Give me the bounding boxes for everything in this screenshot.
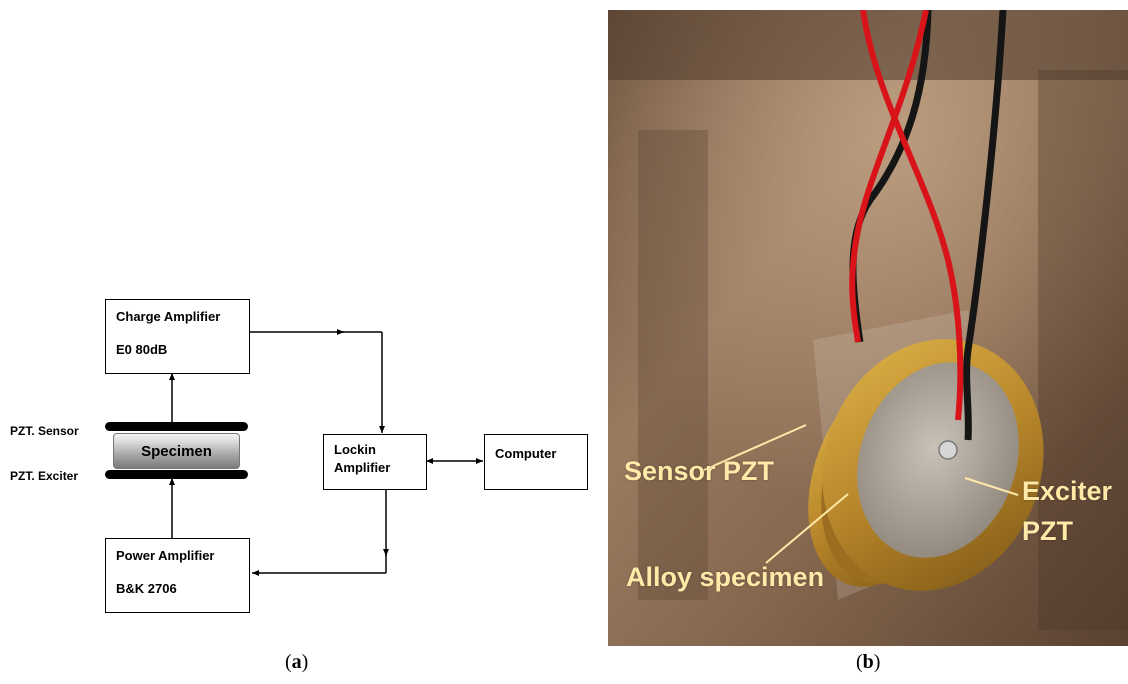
block-diagram-panel: Charge Amplifier E0 80dB Power Amplifier…: [10, 299, 588, 673]
exciter-pzt-ceramic: [857, 362, 1019, 558]
alloy-callout-line: [765, 493, 849, 564]
black-wire-right: [963, 10, 1007, 441]
specimen-photo-panel: Sensor PZT Exciter PZT Alloy specimen: [608, 10, 1128, 646]
pzt-exciter-plate: [105, 470, 248, 479]
pzt-sensor-label: PZT. Sensor: [10, 424, 79, 438]
computer-label: Computer: [495, 446, 557, 461]
specimen-label: Specimen: [141, 442, 212, 460]
red-wire-left: [849, 10, 929, 343]
charge-amp-title: Charge Amplifier: [116, 309, 221, 324]
lockin-subtitle: Amplifier: [334, 460, 391, 475]
pzt-sensor-plate: [105, 422, 248, 431]
caption-b: (b): [856, 651, 881, 673]
computer-box: Computer: [484, 434, 588, 490]
solder-joint: [938, 440, 958, 460]
exciter-label-line1: Exciter: [1022, 476, 1113, 506]
specimen-block: Specimen: [113, 433, 240, 469]
lockin-amplifier-box: Lockin Amplifier: [323, 434, 427, 490]
charge-amplifier-box: Charge Amplifier E0 80dB: [105, 299, 250, 374]
exciter-callout-line: [964, 477, 1019, 496]
specimen-photo: [608, 10, 1128, 646]
sensor-callout-line: [703, 424, 807, 471]
caption-a-letter: a: [291, 651, 302, 673]
charge-amp-model: E0 80dB: [116, 342, 168, 357]
alloy-specimen-label: Alloy specimen: [626, 562, 825, 592]
connection-lines: [169, 329, 483, 576]
power-amp-title: Power Amplifier: [116, 548, 215, 563]
power-amp-model: B&K 2706: [116, 581, 177, 596]
exciter-label-line2: PZT: [1022, 516, 1073, 546]
caption-b-letter: b: [862, 651, 874, 673]
power-amplifier-box: Power Amplifier B&K 2706: [105, 538, 250, 613]
caption-a: (a): [285, 651, 309, 673]
sensor-pzt-label: Sensor PZT: [624, 456, 775, 486]
pzt-exciter-label: PZT. Exciter: [10, 469, 79, 483]
red-wire-right: [860, 10, 964, 421]
lockin-title: Lockin: [334, 442, 376, 457]
